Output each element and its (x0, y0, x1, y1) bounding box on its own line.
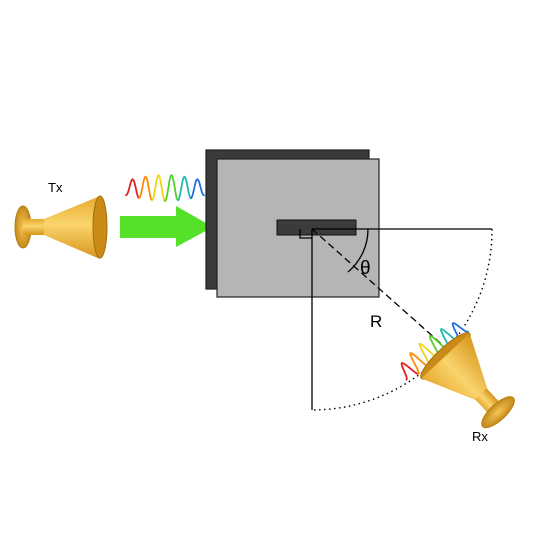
range-arc (311, 228, 493, 411)
beam-arrow-icon (120, 206, 213, 247)
rx-label: Rx (472, 429, 488, 444)
scattering-geometry (299, 228, 493, 411)
sample-slot (276, 219, 357, 236)
rx-horn-body (421, 333, 488, 401)
tx-horn-body (44, 196, 100, 259)
radius-label: R (370, 312, 382, 331)
sample-block (205, 149, 380, 298)
receiver-horn-icon (420, 332, 515, 429)
transmitter-horn-icon (14, 195, 108, 259)
angle-arc (347, 228, 369, 273)
angle-label: θ (360, 258, 371, 279)
rx-flange (481, 396, 515, 429)
incident-wave-cycle-5 (177, 175, 192, 202)
incident-wave-cycle-3 (151, 173, 166, 202)
incident-wave-cycle-6 (190, 178, 205, 199)
incident-wave-cycle-1 (125, 178, 140, 199)
incident-wave-packet-icon (125, 173, 205, 202)
right-angle-marker (299, 229, 312, 239)
scatter-radius-line (311, 228, 447, 349)
scattered-wave-cycle-2 (409, 352, 431, 375)
incident-wave-cycle-2 (138, 175, 153, 202)
tx-label: Tx (48, 180, 63, 195)
tx-waveguide (23, 219, 45, 235)
scattered-wave-cycle-1 (400, 362, 420, 381)
tx-horn-mouth (92, 195, 108, 259)
incident-wave-cycle-4 (164, 173, 179, 202)
